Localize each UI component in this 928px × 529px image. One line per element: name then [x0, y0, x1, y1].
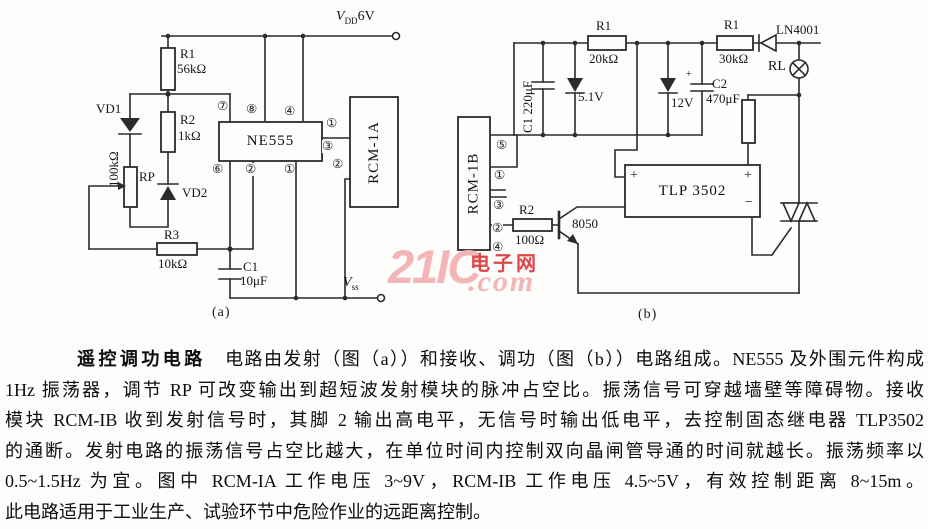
transistor-8050-icon — [557, 206, 626, 246]
tlp3502-label: TLP 3502 — [658, 182, 727, 199]
transistor-8050-label: 8050 — [572, 216, 598, 231]
ne555-pin6: ⑥ — [212, 161, 224, 176]
c1-b-value: 220μF — [520, 80, 535, 115]
tlp3502-ssr-box — [624, 164, 761, 218]
tlp-plus-out: + — [744, 168, 752, 183]
potentiometer-rp-icon — [118, 166, 138, 208]
caption-a: (a) — [212, 305, 231, 320]
circuit-diagram-canvas — [88, 31, 821, 303]
vdd-supply-label: VDD6V — [336, 10, 375, 26]
capacitor-c1-b-icon — [531, 81, 555, 90]
description-line-6: 此电路适用于工业生产、试验环节中危险作业的远距离控制。 — [5, 501, 491, 522]
r2-a-value: 1kΩ — [178, 128, 201, 143]
rcm1a-pin2: ② — [332, 156, 344, 171]
junction-dots-a — [165, 33, 348, 301]
vss-terminal — [376, 293, 386, 303]
ne555-pin1: ① — [284, 161, 296, 176]
c2-polarity: + — [686, 69, 692, 80]
vd2-label: VD2 — [182, 185, 208, 200]
zener-5v1-label: 5.1V — [578, 89, 604, 104]
rp-name-label: RP — [139, 169, 155, 184]
rcm1a-pin1: ① — [326, 115, 338, 130]
ne555-pin7: ⑦ — [217, 98, 229, 113]
ln4001-label: LN4001 — [776, 22, 820, 37]
r1-a-value: 56kΩ — [177, 61, 207, 76]
r3-value: 10kΩ — [158, 256, 188, 271]
vdd-symbol: V — [336, 9, 345, 24]
tlp-minus-out: − — [745, 195, 753, 210]
r1-30k-name: R1 — [724, 17, 740, 32]
ne555-pin4: ④ — [284, 103, 296, 118]
rcm1b-pin5: ⑤ — [496, 137, 508, 152]
r2-b-name: R2 — [519, 202, 535, 217]
vss-symbol: V — [343, 275, 352, 290]
c1-b-name: C1 — [520, 117, 535, 133]
rp-value-label: 100kΩ — [106, 151, 121, 187]
rcm1b-module-box — [457, 116, 491, 251]
vdd-terminal — [391, 31, 401, 41]
ne555-pin3: ③ — [322, 138, 334, 153]
description-line-1-text: 电路由发射（图（a））和接收、调功（图（b））电路组成。NE555 及外围元件构… — [205, 349, 924, 369]
description-paragraph: 遥控调功电路 电路由发射（图（a））和接收、调功（图（b））电路组成。NE555… — [5, 344, 924, 527]
capacitor-c1-a-icon — [218, 268, 242, 280]
zener-12v-icon — [658, 78, 678, 94]
lamp-rl-icon — [789, 59, 809, 79]
triac-icon — [780, 201, 818, 223]
ne555-label: NE555 — [246, 133, 295, 149]
description-line-5: 0.5~1.5Hz 为宜。图中 RCM-IA 工作电压 3~9V，RCM-IB … — [5, 471, 924, 491]
diode-ln4001-icon — [758, 33, 777, 53]
circuit-a-wires — [88, 35, 393, 299]
resistor-r1-20k-icon — [587, 35, 627, 51]
rcm1b-pin2: ② — [492, 220, 504, 235]
vdd-subscript: DD — [344, 15, 358, 26]
capacitor-c2-icon — [690, 83, 714, 92]
vss-supply-label: Vss — [343, 276, 359, 292]
resistor-r2-a-icon — [160, 111, 176, 153]
rcm1b-label: RCM-1B — [458, 117, 490, 250]
zener-5v1-icon — [565, 78, 585, 94]
resistor-unlabeled-icon — [741, 99, 756, 144]
r1-a-name: R1 — [180, 46, 196, 61]
description-title: 遥控调功电路 — [77, 349, 206, 369]
resistor-r1-30k-icon — [716, 35, 754, 51]
r3-name: R3 — [164, 227, 180, 242]
c1-a-name: C1 — [243, 259, 259, 274]
rcm1a-module-box — [349, 96, 399, 208]
r1-30k-value: 30kΩ — [719, 51, 749, 66]
r1-20k-value: 20kΩ — [589, 51, 619, 66]
rcm1b-pin4: ④ — [492, 239, 504, 254]
caption-b: (b) — [638, 307, 658, 322]
r2-a-name: R2 — [180, 112, 196, 127]
rcm1a-label: RCM-1A — [350, 97, 398, 207]
ne555-pin2: ② — [245, 161, 257, 176]
resistor-r3-a-icon — [156, 242, 198, 256]
rcm1b-pin3: ③ — [493, 197, 505, 212]
vd1-label: VD1 — [96, 101, 122, 116]
resistor-r2-b-icon — [512, 218, 553, 232]
c1-a-value: 10μF — [240, 273, 268, 288]
tlp-plus-in: + — [630, 168, 638, 183]
diode-vd2-icon — [157, 183, 179, 200]
rcm1b-text: RCM-1B — [465, 152, 482, 215]
zener-12v-label: 12V — [671, 95, 694, 110]
c2-name: C2 — [712, 76, 728, 91]
description-line-1: 遥控调功电路 电路由发射（图（a））和接收、调功（图（b））电路组成。NE555… — [5, 344, 924, 375]
description-line-4: 的通断。发射电路的振荡信号占空比越大，在单位时间内控制双向晶闸管导通的时间就越长… — [5, 440, 924, 461]
ne555-pin8: ⑧ — [246, 101, 258, 116]
rl-load-label: RL — [768, 59, 786, 74]
r1-20k-name: R1 — [596, 18, 612, 33]
c1-b-label: C1 220μF — [520, 80, 535, 133]
c2-value: 470μF — [706, 91, 740, 106]
rcm1b-pin1: ① — [494, 167, 506, 182]
vss-subscript: ss — [351, 281, 359, 292]
description-line-2: 1Hz 振荡器，调节 RP 可改变输出到超短波发射模块的脉冲占空比。振荡信号可穿… — [5, 379, 924, 400]
circuit-b-wires — [489, 42, 821, 294]
junction-dots-b — [540, 40, 802, 138]
diode-vd1-icon — [118, 118, 142, 135]
rcm1a-text: RCM-1A — [365, 120, 382, 184]
resistor-r1-a-icon — [160, 47, 176, 91]
description-line-3: 模块 RCM-IB 收到发射信号时，其脚 2 输出高电平，无信号时输出低电平，去… — [5, 410, 924, 430]
vdd-value: 6V — [357, 9, 375, 24]
r2-b-value: 100Ω — [515, 232, 545, 247]
